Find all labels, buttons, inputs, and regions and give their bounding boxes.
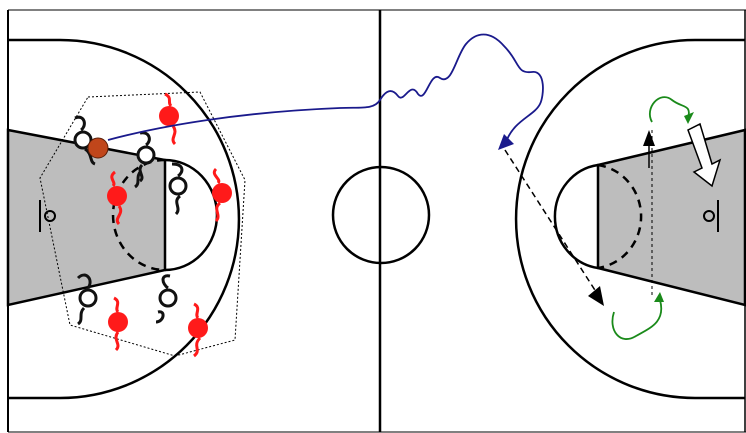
left-hoop xyxy=(44,210,56,222)
screen-arrow xyxy=(687,122,722,188)
offense-player-2 xyxy=(107,170,127,226)
dribble-arrowhead xyxy=(498,134,514,150)
defense-player-2 xyxy=(136,131,156,183)
right-free-throw-arc-solid xyxy=(553,163,599,270)
left-free-throw-arc-dashed xyxy=(111,158,166,272)
defense-player-5 xyxy=(155,274,178,324)
right-hoop xyxy=(703,210,715,222)
basketball xyxy=(87,137,109,159)
dribble-path xyxy=(107,33,544,143)
right-three-point-line xyxy=(514,38,745,400)
defense-player-1 xyxy=(73,115,96,166)
up-arrowhead xyxy=(643,130,655,146)
offense-player-4 xyxy=(108,296,128,352)
offense-player-1 xyxy=(159,92,179,146)
cut-arrow-bottom-head xyxy=(654,292,664,302)
offense-player-3 xyxy=(212,167,232,223)
defense-player-3 xyxy=(168,162,188,216)
cut-arrow-top-head xyxy=(684,112,694,124)
right-free-throw-arc-dashed xyxy=(597,163,643,270)
cut-arrow-bottom xyxy=(611,299,663,340)
cut-arrow-top xyxy=(649,96,690,123)
zone-outline xyxy=(39,91,246,357)
center-circle xyxy=(331,165,431,265)
offense-player-5 xyxy=(188,302,208,358)
left-three-point-line xyxy=(8,38,241,400)
defense-player-4 xyxy=(76,273,98,326)
defense-player-6 xyxy=(134,169,143,189)
pass-arrowhead xyxy=(588,286,604,306)
